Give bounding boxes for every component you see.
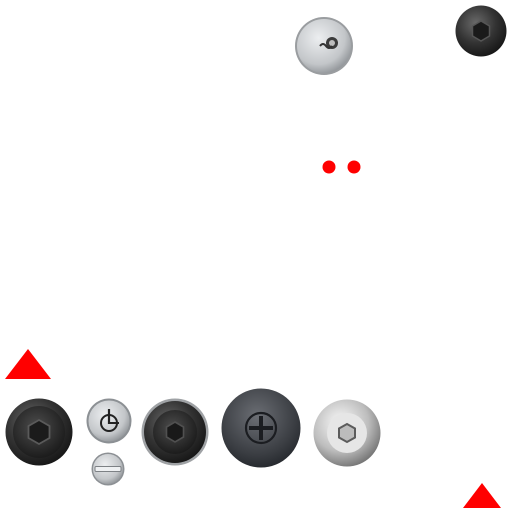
hex-socket-screw-black-icon[interactable] (455, 5, 507, 57)
red-dot-pair-icon[interactable] (322, 160, 362, 174)
slotted-screw-icon[interactable] (90, 452, 126, 486)
pin-head-screw-icon[interactable] (86, 398, 132, 444)
hex-socket-screw-black-icon[interactable] (5, 398, 73, 466)
phillips-button-screw-icon[interactable] (221, 388, 301, 468)
red-triangle-up-icon[interactable] (462, 482, 502, 509)
tamper-lock-screw-icon[interactable] (292, 16, 358, 76)
hex-socket-screw-ringed-icon[interactable] (141, 398, 209, 466)
red-triangle-up-icon[interactable] (4, 348, 52, 380)
hex-socket-screw-chrome-icon[interactable] (313, 399, 381, 467)
